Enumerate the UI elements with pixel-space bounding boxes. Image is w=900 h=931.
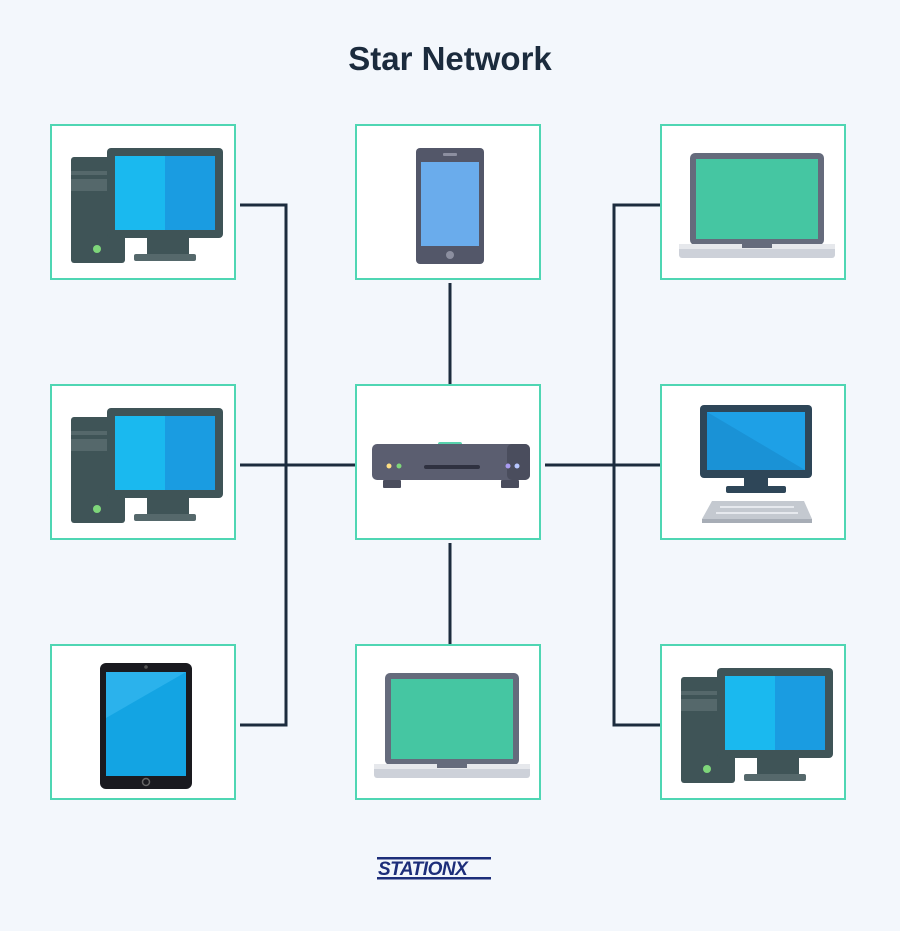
node-laptop-top-right xyxy=(660,124,846,280)
node-desktop-bottom-right xyxy=(660,644,846,800)
node-tablet-bottom-left xyxy=(50,644,236,800)
monitor-keyboard-icon xyxy=(700,405,812,523)
desktop-computer-icon xyxy=(71,408,223,523)
smartphone-icon xyxy=(416,148,484,264)
desktop-computer-icon xyxy=(681,668,833,783)
laptop-icon xyxy=(679,153,835,258)
router-hub-icon xyxy=(372,442,530,488)
node-phone-top-center xyxy=(355,124,541,280)
node-desktop-top-left xyxy=(50,124,236,280)
node-desktop-middle-left xyxy=(50,384,236,540)
node-laptop-bottom-center xyxy=(355,644,541,800)
tablet-icon xyxy=(100,663,192,789)
logo-text: STATIONX xyxy=(378,859,469,880)
stationx-logo: STATIONX xyxy=(377,857,491,880)
node-hub xyxy=(355,384,541,540)
diagram-title: Star Network xyxy=(348,40,552,77)
desktop-computer-icon xyxy=(71,148,223,263)
laptop-icon xyxy=(374,673,530,778)
node-monitor-middle-right xyxy=(660,384,846,540)
